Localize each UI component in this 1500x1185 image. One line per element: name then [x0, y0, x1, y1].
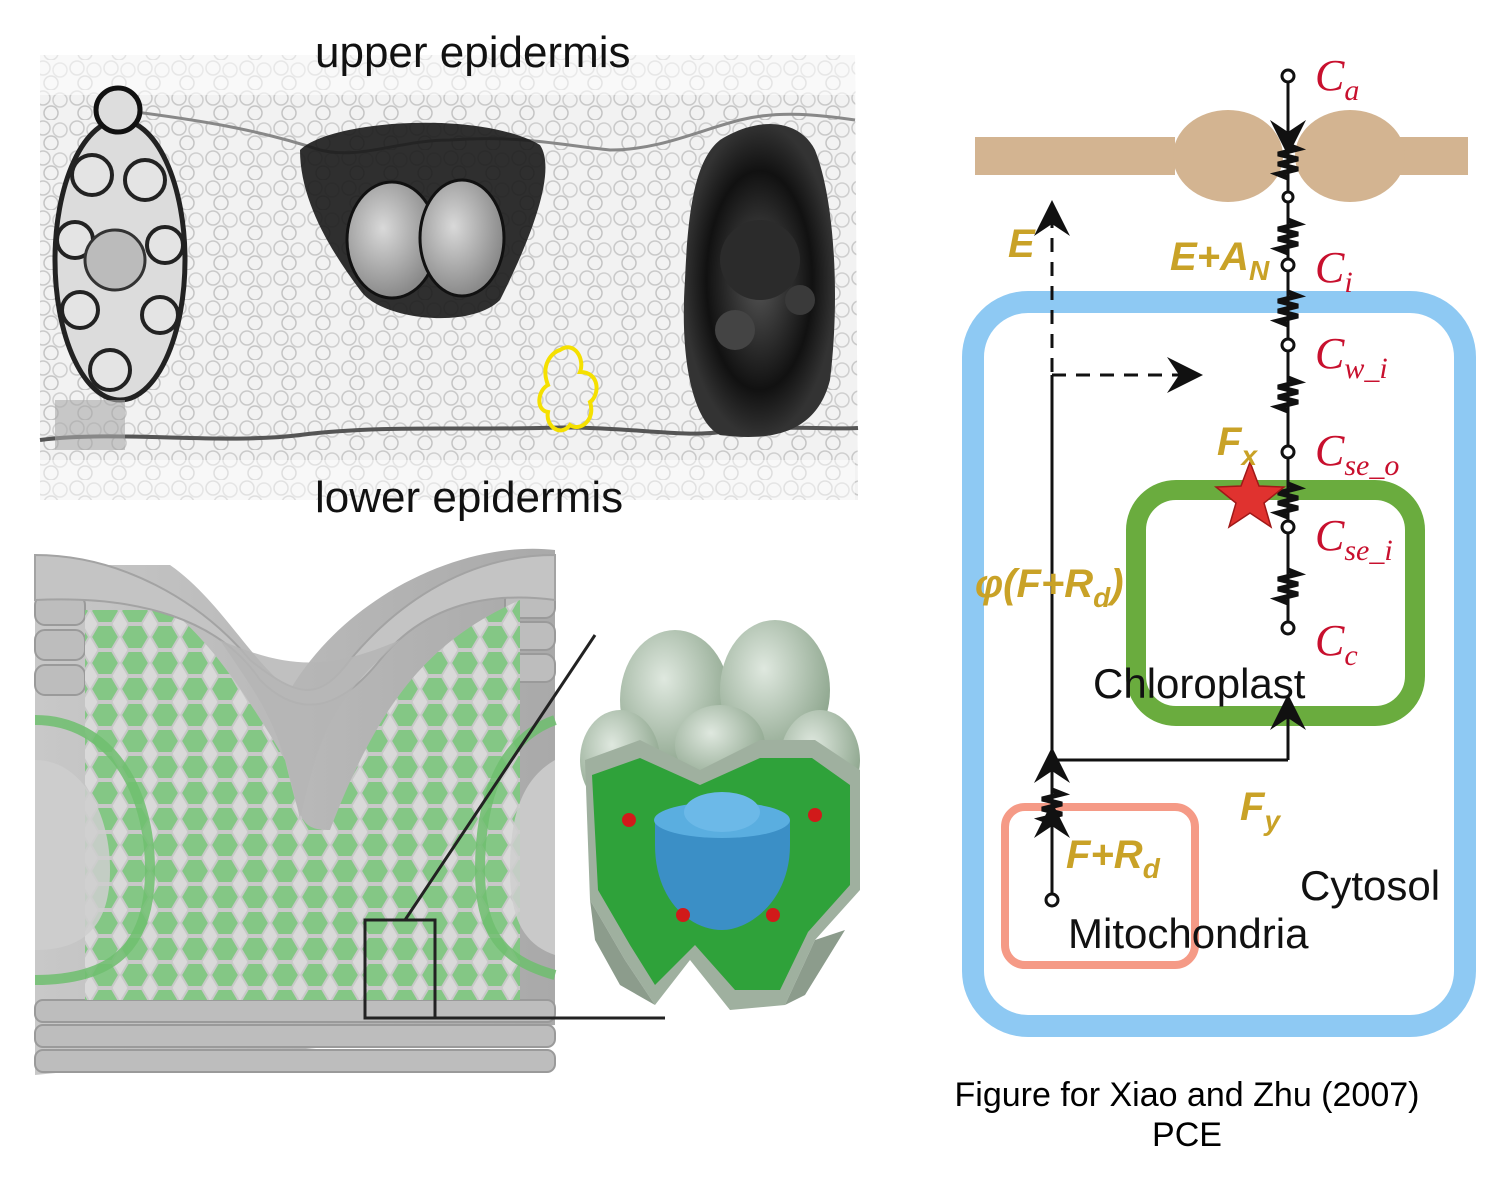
- label-c-i: Ci: [1315, 243, 1353, 299]
- cell-wall: [962, 291, 1476, 1037]
- lower-epidermis-label: lower epidermis: [315, 473, 624, 522]
- star-icon: [1213, 459, 1287, 529]
- label-f-rd: F+Rd: [1066, 833, 1160, 884]
- label-e-an: E+AN: [1170, 235, 1270, 286]
- figure-caption: Figure for Xiao and Zhu (2007) PCE: [917, 1075, 1457, 1155]
- chloroplast-label: Chloroplast: [1093, 660, 1306, 707]
- label-f-y: Fy: [1240, 785, 1281, 836]
- label-c-se-o: Cse_o: [1315, 426, 1400, 482]
- mitochondria-outline: [1001, 803, 1199, 969]
- label-c-w-i: Cw_i: [1315, 329, 1388, 385]
- cell-cluster-zoom: [580, 620, 860, 1010]
- cytosol-label: Cytosol: [1300, 862, 1441, 909]
- left-vascular-bundle: [52, 85, 188, 450]
- label-c-c: Cc: [1315, 616, 1358, 672]
- zoom-box: [363, 918, 437, 1020]
- label-phi: φ(F+Rd): [975, 562, 1124, 613]
- label-f-x: Fx: [1217, 420, 1258, 471]
- stomatal-guard-cells: [300, 122, 546, 319]
- label-c-a: Ca: [1315, 51, 1360, 107]
- label-c-se-i: Cse_i: [1315, 511, 1393, 567]
- mitochondria-label: Mitochondria: [1068, 910, 1309, 957]
- epidermis-band: [975, 137, 1175, 175]
- guard-cell-right: [1295, 110, 1405, 202]
- right-vascular-bundle: [683, 123, 835, 437]
- guard-cell-left: [1173, 110, 1283, 202]
- caption-line-2: PCE: [1152, 1116, 1222, 1154]
- caption-line-1: Figure for Xiao and Zhu (2007): [954, 1076, 1420, 1114]
- label-e: E: [1008, 222, 1035, 266]
- highlighted-mesophyll-cell: [537, 345, 599, 433]
- upper-epidermis-label: upper epidermis: [315, 28, 631, 77]
